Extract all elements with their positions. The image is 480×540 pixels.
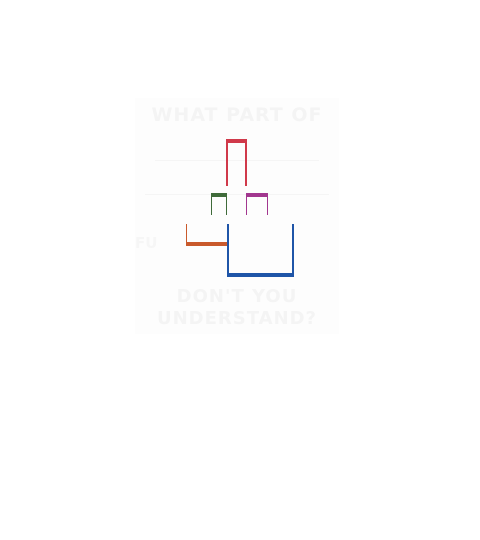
faint-rule-2 xyxy=(145,194,329,195)
headline-bottom-line1: DON'T YOU xyxy=(176,286,298,307)
green-bracket xyxy=(211,193,227,215)
shirt-graphic: WHAT PART OF FU DON'T YOU UNDERSTAND? xyxy=(135,98,339,334)
headline-bottom-line2: UNDERSTAND? xyxy=(156,308,317,329)
red-bracket xyxy=(226,139,247,186)
faint-rule-1 xyxy=(155,160,319,161)
headline-top: WHAT PART OF xyxy=(151,104,323,126)
blue-bracket xyxy=(227,224,294,277)
purple-bracket xyxy=(246,193,268,215)
orange-bracket xyxy=(186,224,228,246)
middle-word: FU xyxy=(135,234,158,252)
